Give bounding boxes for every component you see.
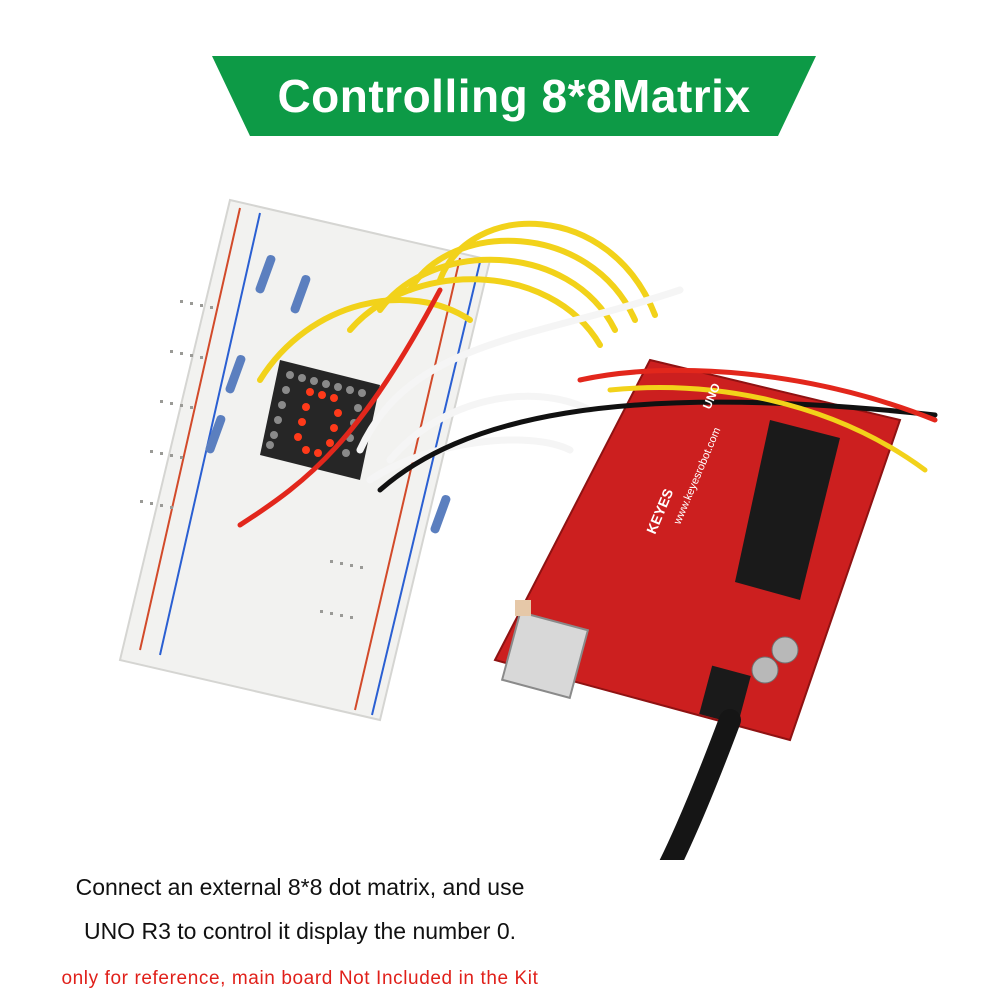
title-banner: Controlling 8*8Matrix [212, 56, 816, 136]
caption-line-2: UNO R3 to control it display the number … [83, 918, 517, 944]
power-jack [699, 665, 751, 725]
disclaimer-text: only for reference, main board Not Inclu… [61, 968, 539, 989]
breadboard-holes [140, 300, 363, 619]
jumper-wires [237, 220, 938, 528]
power-cable [659, 709, 741, 860]
matrix-lit-leds [294, 388, 342, 457]
uno-board [493, 358, 902, 742]
reset-button [515, 600, 531, 616]
usb-port [500, 610, 590, 700]
caption-line-1: Connect an external 8*8 dot matrix, and … [75, 874, 525, 900]
resistors [205, 254, 451, 534]
banner-title: Controlling 8*8Matrix [277, 70, 751, 122]
dot-matrix-module [260, 360, 380, 480]
microcontroller-chip [735, 420, 840, 600]
product-photo: KEYES www.keyesrobot.com UNO [118, 198, 938, 860]
banner-shape [212, 56, 816, 136]
